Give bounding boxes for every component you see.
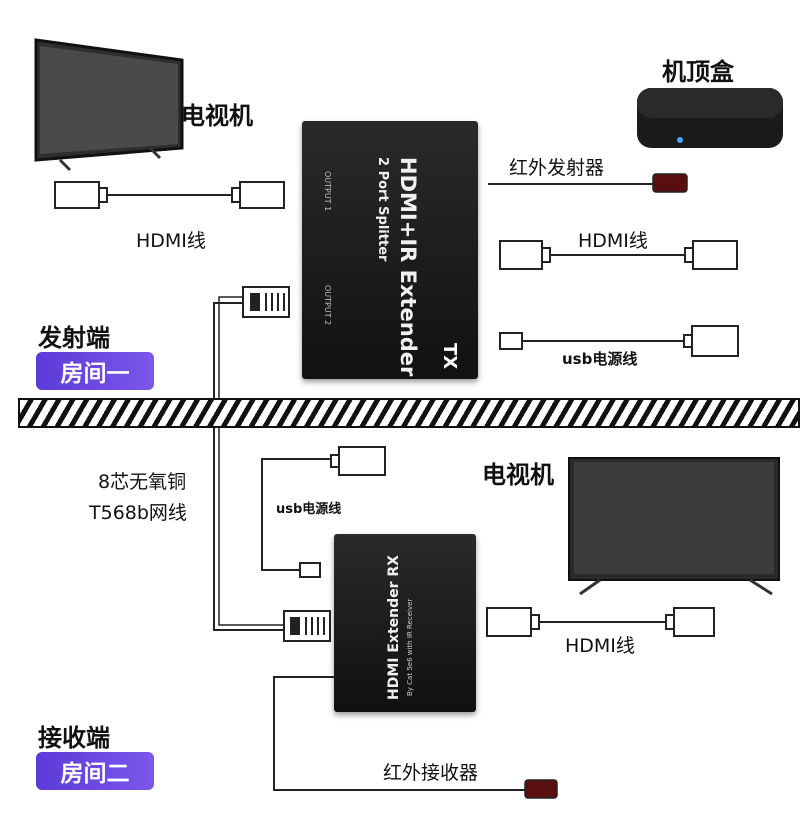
hdmi-label-right: HDMI线	[578, 230, 648, 252]
ir-emitter-icon	[652, 173, 688, 193]
tv-top-left	[34, 38, 184, 172]
usb-cable-tx	[499, 325, 739, 357]
tx-device-title: HDMI+IR Extender	[396, 157, 420, 377]
room-badge-1: 房间一	[36, 352, 154, 390]
usb-label-tx: usb电源线	[562, 350, 638, 368]
tx-output1-label: OUTPUT 1	[323, 171, 332, 212]
ir-receiver-icon	[524, 779, 558, 799]
tv-label-tx: 电视机	[181, 102, 253, 130]
hdmi-cable-rx	[486, 607, 715, 637]
rx-device-title: HDMI Extender RX	[386, 555, 402, 700]
tx-output2-label: OUTPUT 2	[323, 285, 332, 326]
tv-bottom-right	[568, 457, 780, 596]
role-label-rx: 接收端	[38, 724, 110, 752]
tx-device: HDMI+IR Extender 2 Port Splitter OUTPUT …	[302, 121, 478, 379]
usb-label-rx: usb电源线	[276, 502, 342, 517]
tx-device-subtitle: 2 Port Splitter	[375, 157, 390, 262]
network-cable	[213, 286, 331, 642]
hdmi-cable-left	[54, 181, 285, 209]
tv-label-rx: 电视机	[482, 461, 554, 489]
wall-separator	[18, 398, 800, 428]
hdmi-cable-right	[499, 240, 738, 270]
network-label-line1: 8芯无氧铜	[98, 471, 187, 493]
ir-receiver-cable	[273, 676, 525, 791]
room-badge-2: 房间二	[36, 752, 154, 790]
role-label-tx: 发射端	[38, 324, 110, 352]
rx-device-subtitle: By Cat 5e6 with IR Receiver	[406, 598, 414, 696]
hdmi-label-left: HDMI线	[136, 230, 206, 252]
network-label-line2: T568b网线	[89, 502, 187, 524]
rx-device: HDMI Extender RX By Cat 5e6 with IR Rece…	[334, 534, 476, 712]
usb-cable-rx	[261, 446, 386, 578]
tx-badge: TX	[439, 343, 460, 370]
ir-receiver-label: 红外接收器	[383, 762, 479, 784]
ir-emitter-label: 红外发射器	[509, 157, 605, 179]
stb-label: 机顶盒	[662, 58, 734, 86]
set-top-box	[637, 88, 783, 148]
hdmi-label-rx: HDMI线	[565, 635, 635, 657]
